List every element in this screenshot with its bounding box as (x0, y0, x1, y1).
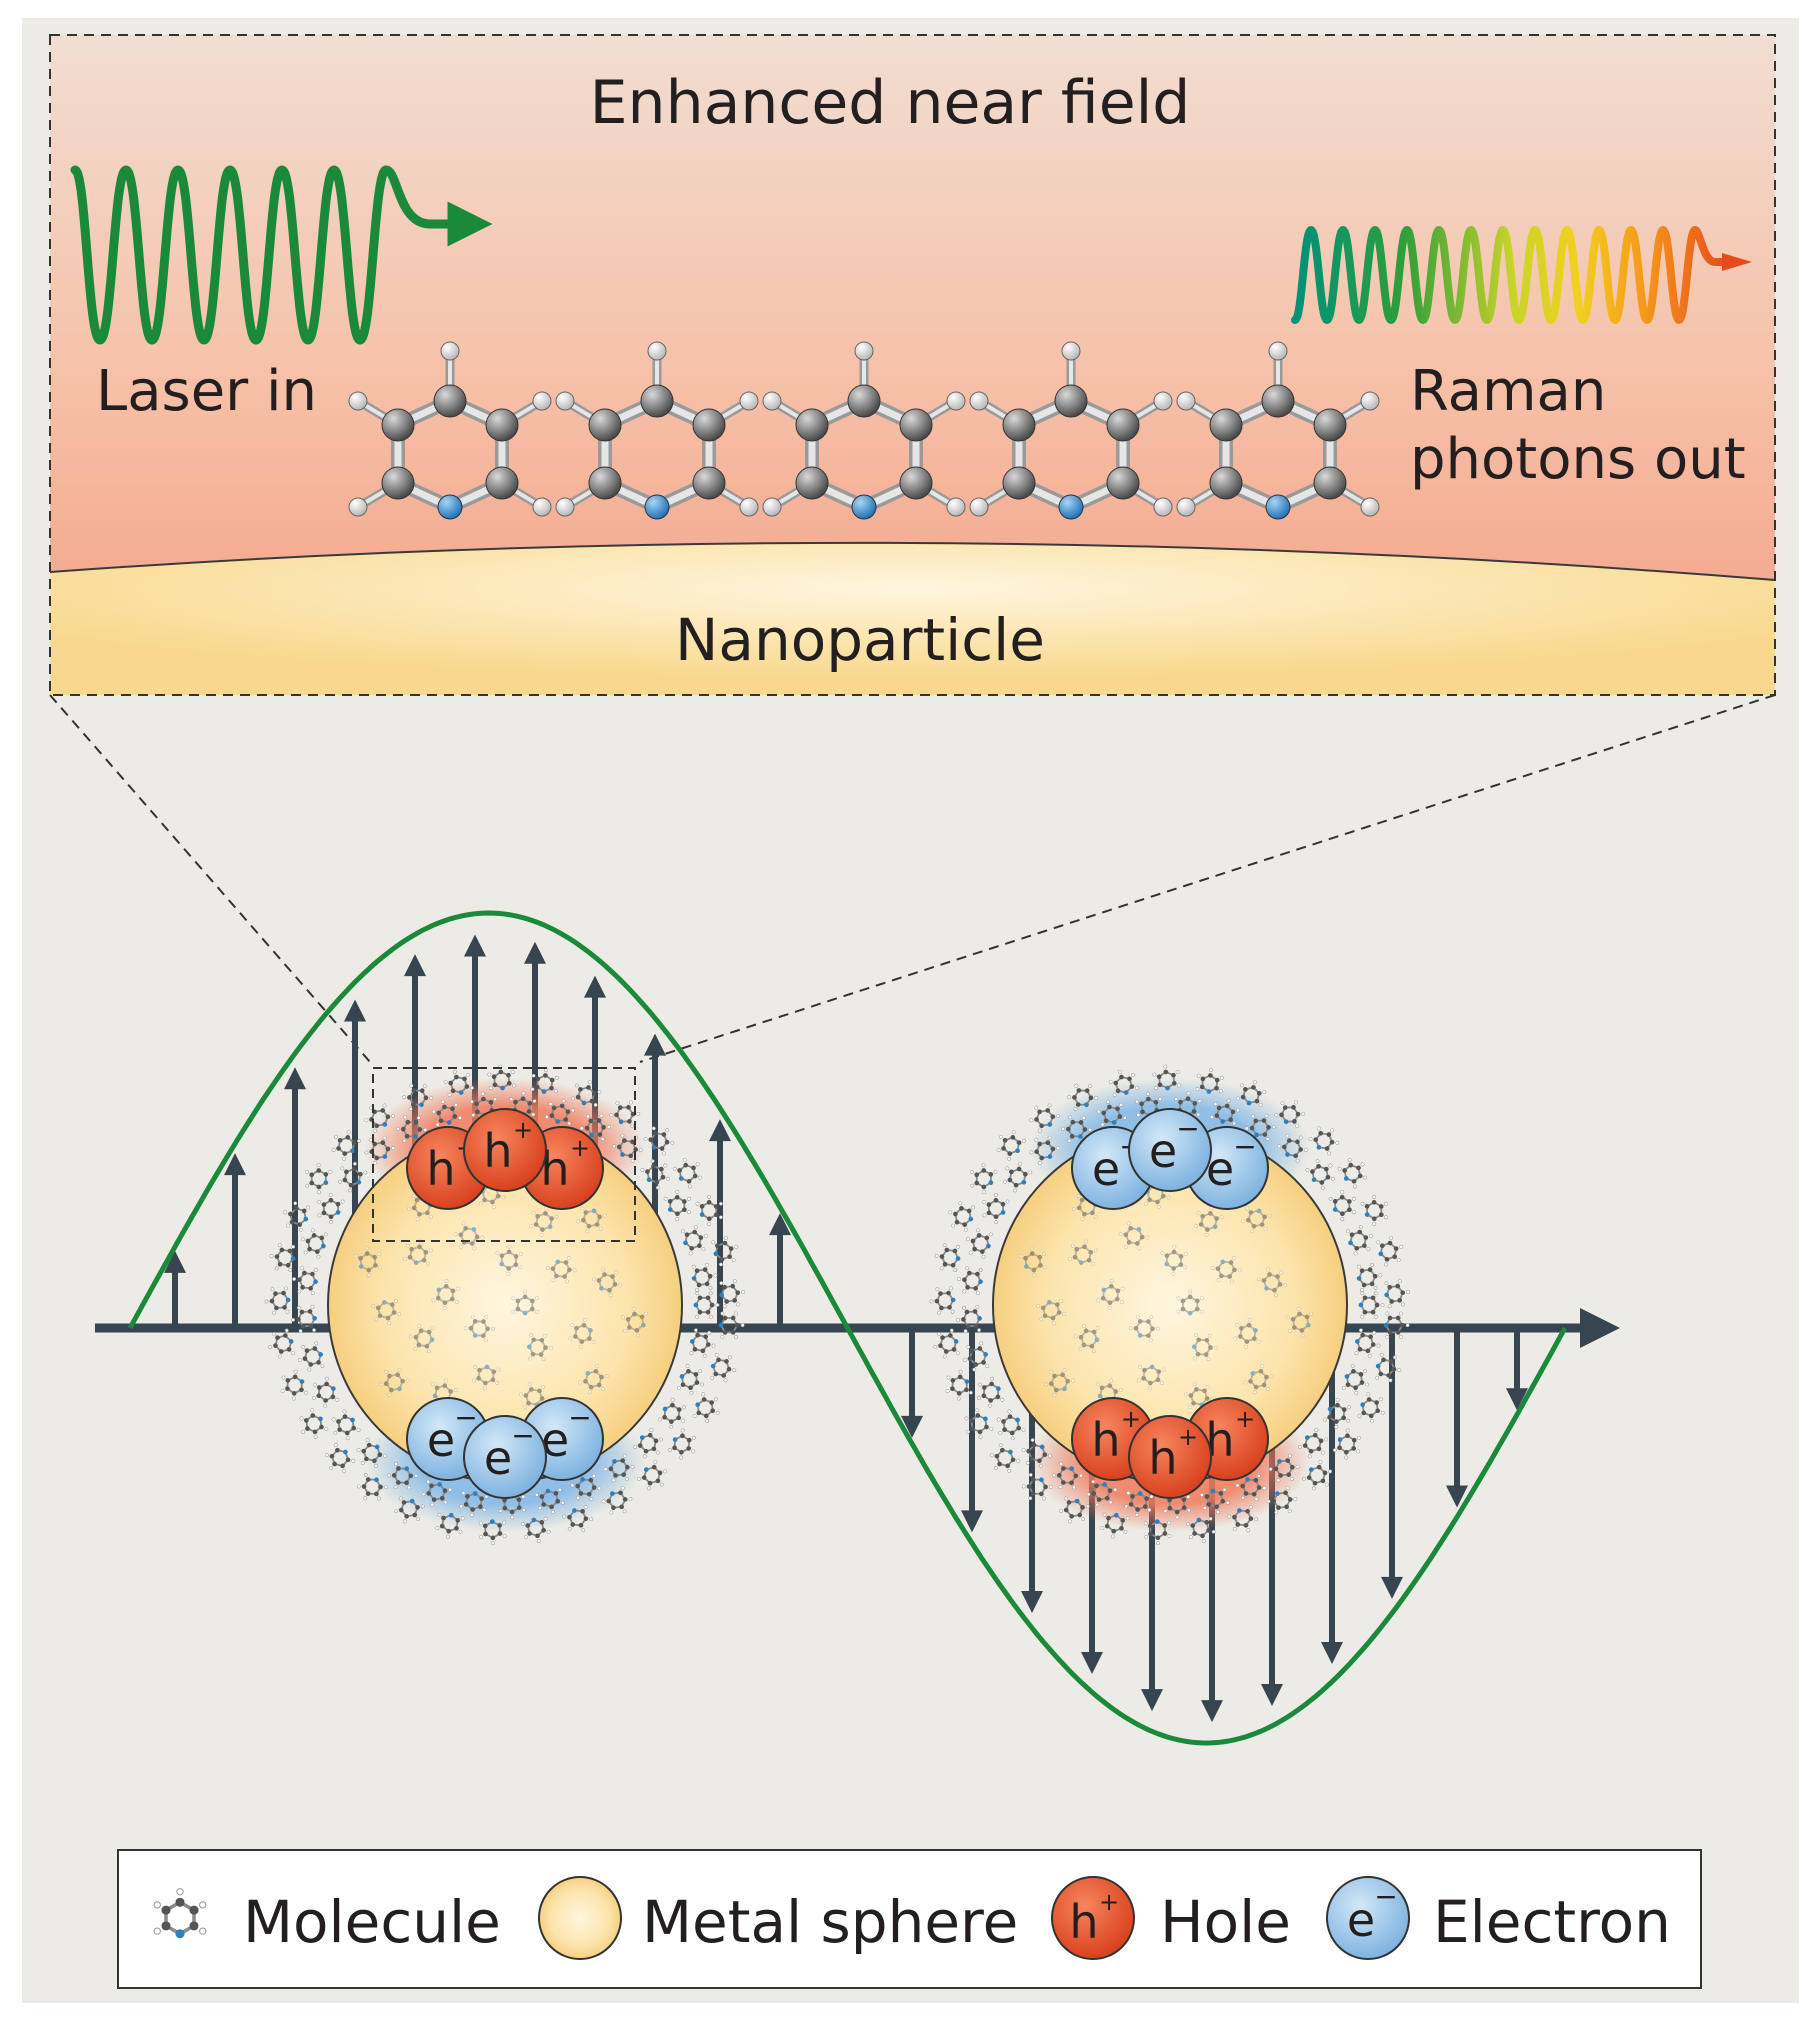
svg-text:+: + (1235, 1405, 1255, 1433)
svg-text:e: e (427, 1413, 455, 1467)
laser-in-label: Laser in (96, 359, 317, 424)
nanoparticle-surface (50, 542, 1775, 695)
left-sphere: h+h+h+e−e−e− (263, 1062, 748, 1547)
raman-label-line2: photons out (1410, 427, 1746, 492)
svg-text:h: h (483, 1124, 512, 1178)
legend-molecule: Molecule (243, 1888, 501, 1956)
pyridine-molecule (555, 341, 759, 520)
svg-text:+: + (1178, 1423, 1198, 1451)
zoom-line-right (639, 694, 1776, 1063)
zoom-line-left (49, 694, 371, 1063)
legend-hole: Hole (1160, 1888, 1291, 1956)
metal-spheres: h+h+h+e−e−e−e−e−e−h+h+h+ (263, 1062, 1413, 1547)
svg-text:e: e (484, 1431, 512, 1485)
svg-text:h: h (1069, 1895, 1098, 1949)
nanoparticle-label: Nanoparticle (675, 606, 1045, 674)
field-sine-wave (127, 910, 1568, 1746)
adsorbed-molecules (348, 341, 1380, 520)
svg-text:−: − (454, 1401, 477, 1434)
svg-text:h: h (426, 1142, 455, 1196)
pyridine-molecule (1176, 341, 1380, 520)
electron-charge: e− (463, 1415, 547, 1499)
field-arrow (1446, 1328, 1468, 1508)
raman-label-line1: Raman (1410, 359, 1606, 424)
svg-text:+: + (1099, 1888, 1119, 1916)
axis-arrow-head (1580, 1308, 1620, 1348)
pyridine-molecule (348, 341, 552, 520)
laser-in-wave (70, 165, 493, 345)
svg-text:h: h (1091, 1413, 1120, 1467)
zoom-region-box (372, 1067, 636, 1242)
field-arrow (224, 1153, 246, 1328)
svg-text:−: − (1176, 1112, 1199, 1145)
svg-text:h: h (1148, 1431, 1177, 1485)
metal-sphere-icon (538, 1876, 622, 1960)
field-arrow (1506, 1328, 1528, 1411)
electron-icon: e − (1326, 1876, 1410, 1960)
hole-charge: h+ (1128, 1415, 1212, 1499)
field-arrow (769, 1213, 791, 1328)
electron-charge: e− (1128, 1108, 1212, 1192)
svg-text:−: − (511, 1419, 534, 1452)
right-sphere: e−e−e−h+h+h+ (928, 1062, 1413, 1547)
legend-electron: Electron (1433, 1888, 1671, 1956)
field-arrow (164, 1250, 186, 1328)
svg-text:+: + (570, 1134, 590, 1162)
legend-box (117, 1849, 1702, 1989)
svg-text:e: e (1149, 1124, 1177, 1178)
pyridine-molecule (762, 341, 966, 520)
hole-icon: h + (1051, 1876, 1135, 1960)
raman-arrow-head (1722, 253, 1752, 271)
raman-out-wave (1291, 225, 1734, 325)
field-arrow (1321, 1328, 1343, 1664)
svg-text:e: e (1347, 1893, 1375, 1947)
inset-panel: Enhanced near field Laser in Raman photo… (49, 34, 1776, 696)
pyridine-molecule (969, 341, 1173, 520)
svg-text:e: e (1092, 1142, 1120, 1196)
hole-charge: h+ (463, 1108, 547, 1192)
svg-text:+: + (513, 1116, 533, 1144)
svg-text:−: − (1233, 1130, 1256, 1163)
svg-text:+: + (1121, 1405, 1141, 1433)
svg-text:−: − (568, 1401, 591, 1434)
legend-metal-sphere: Metal sphere (642, 1888, 1018, 1956)
legend: Molecule Metal sphere h + Hole e − Elect… (117, 1849, 1702, 1989)
inset-title: Enhanced near field (590, 68, 1191, 138)
inset-border (49, 34, 1776, 696)
svg-text:−: − (1374, 1880, 1397, 1913)
field-arrow (901, 1328, 923, 1438)
